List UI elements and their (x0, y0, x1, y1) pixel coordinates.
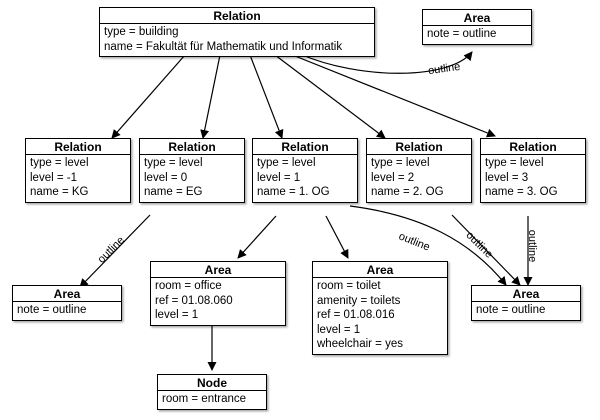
box-title: Relation (140, 139, 244, 155)
attribute-line: level = 3 (485, 171, 529, 184)
attribute-line: note = outline (476, 304, 546, 316)
box-attributes: type = level level = 3 name = 3. OG (481, 155, 585, 202)
box-attributes: type = level level = -1 name = KG (26, 155, 130, 202)
box-attributes: room = toilet amenity = toilets ref = 01.0… (313, 278, 447, 354)
box-title: Area (423, 10, 531, 26)
attribute-line: ref = 01.08.016 (317, 309, 395, 321)
relation-2og-box: Relation type = level level = 2 name = 2. O… (366, 138, 472, 203)
attribute-line: type = level (371, 157, 430, 169)
box-title: Node (158, 375, 266, 391)
box-attributes: type = level level = 1 name = 1. OG (253, 155, 357, 202)
box-attributes: room = office ref = 01.08.060 level = 1 (151, 278, 285, 325)
attribute-line: level = 2 (371, 171, 415, 184)
box-title: Area (151, 262, 285, 278)
relation-eg-box: Relation type = level level = 0 name = EG (139, 138, 245, 203)
attribute-line: type = level (30, 157, 89, 169)
relation-3og-box: Relation type = level level = 3 name = 3. O… (480, 138, 586, 203)
box-title: Area (472, 286, 580, 302)
area-office-box: Area room = office ref = 01.08.060 level = … (150, 261, 286, 326)
attribute-line: note = outline (427, 28, 497, 40)
attribute-line: name = KG (30, 186, 89, 198)
attribute-line: name = 3. OG (485, 186, 558, 198)
attribute-line: room = entrance (162, 393, 247, 405)
edge-eg-to-area-left (79, 214, 151, 288)
edge-building-to-3og (289, 53, 496, 138)
box-title: Relation (26, 139, 130, 155)
box-attributes: type = building name = Fakultät für Mathe… (100, 24, 374, 56)
box-title: Area (313, 262, 447, 278)
attribute-line: level = 1 (317, 323, 361, 336)
box-title: Relation (100, 8, 374, 24)
node-entrance-box: Node room = entrance (157, 374, 267, 410)
edge-building-to-eg (200, 54, 221, 139)
attribute-line: name = EG (144, 186, 203, 198)
edge-2og-to-area-right (451, 214, 521, 286)
attribute-line: type = level (485, 157, 544, 169)
attribute-line: note = outline (17, 304, 87, 316)
edge-1og-to-toilet (325, 215, 349, 259)
box-title: Relation (481, 139, 585, 155)
attribute-line: level = 0 (144, 171, 188, 184)
box-attributes: type = level level = 2 name = 2. OG (367, 155, 471, 202)
attribute-line: name = Fakultät für Mathematik und Infor… (104, 40, 343, 53)
edge-1og-to-area-right (349, 205, 507, 286)
edge-building-to-kg (111, 54, 186, 139)
area-left-box: Area note = outline (12, 285, 122, 321)
edge-1og-to-office (237, 215, 277, 259)
relation-1og-box: Relation type = level level = 1 name = 1. O… (252, 138, 358, 203)
area-top-box: Area note = outline (422, 9, 532, 45)
area-toilet-box: Area room = toilet amenity = toilets ref = … (312, 261, 448, 355)
attribute-line: name = 2. OG (371, 186, 444, 198)
box-title: Relation (367, 139, 471, 155)
attribute-line: level = -1 (30, 171, 77, 184)
box-attributes: room = entrance (158, 391, 266, 409)
box-title: Relation (253, 139, 357, 155)
attribute-line: room = office (155, 280, 222, 292)
box-attributes: note = outline (472, 302, 580, 320)
relation-building-box: Relation type = building name = Fakultät f… (99, 7, 375, 57)
box-attributes: type = level level = 0 name = EG (140, 155, 244, 202)
attribute-line: amenity = toilets (317, 294, 401, 307)
area-right-box: Area note = outline (471, 285, 581, 321)
attribute-line: type = building (104, 26, 179, 38)
edge-label-3og-to-area-right: outline (526, 229, 539, 263)
attribute-line: type = level (257, 157, 316, 169)
box-attributes: note = outline (13, 302, 121, 320)
attribute-line: wheelchair = yes (317, 338, 403, 350)
attribute-line: room = toilet (317, 280, 381, 292)
edge-building-to-1og (249, 54, 284, 139)
edge-building-to-area-top (299, 51, 473, 74)
attribute-line: ref = 01.08.060 (155, 294, 233, 307)
edge-building-to-2og (274, 54, 386, 139)
box-attributes: note = outline (423, 26, 531, 44)
attribute-line: level = 1 (257, 171, 301, 184)
attribute-line: name = 1. OG (257, 186, 330, 198)
attribute-line: type = level (144, 157, 203, 169)
box-title: Area (13, 286, 121, 302)
attribute-line: level = 1 (155, 309, 199, 321)
relation-kg-box: Relation type = level level = -1 name = KG (25, 138, 131, 203)
